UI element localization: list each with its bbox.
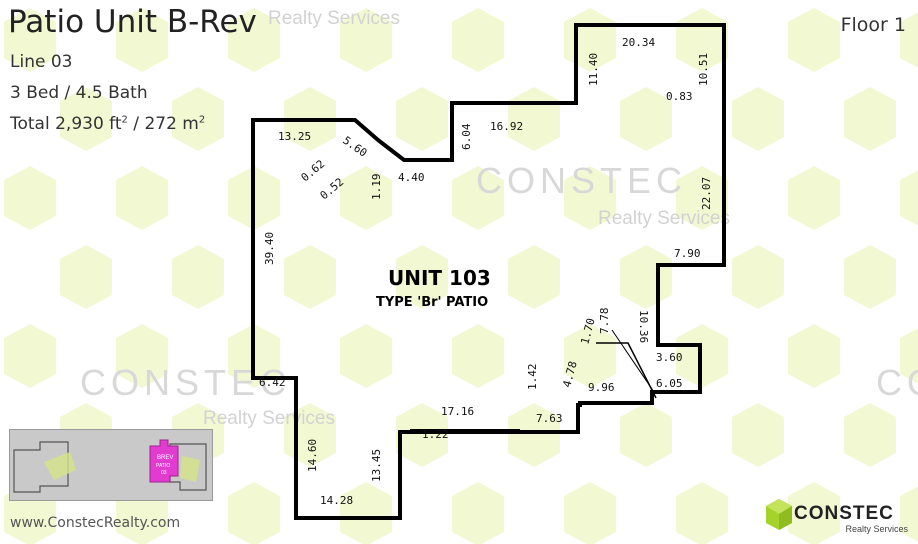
area-superscript: 2 xyxy=(121,114,128,126)
dim-label: 1.19 xyxy=(370,174,383,201)
logo-name: CONSTEC xyxy=(794,503,894,524)
dim-label: 14.28 xyxy=(320,494,353,507)
website-link[interactable]: www.ConstecRealty.com xyxy=(10,515,181,531)
unit-title: UNIT 103 xyxy=(388,266,491,290)
key-plan-label-1: BREV xyxy=(157,455,173,461)
watermark-sub: Realty Services xyxy=(203,408,335,429)
dim-label: 7.90 xyxy=(674,247,701,260)
dim-label: 5.60 xyxy=(340,134,369,160)
dim-label: 0.62 xyxy=(299,157,328,184)
area-superscript: 2 xyxy=(198,114,206,126)
key-plan: BREV PATIO 03 xyxy=(9,429,213,501)
dim-label: 6.05 xyxy=(656,377,683,390)
dim-label: 14.60 xyxy=(306,439,319,472)
total-area-prefix: Total 2,930 ft xyxy=(10,114,122,134)
total-area-mid: / 272 m xyxy=(127,114,199,134)
dim-label: 39.40 xyxy=(263,232,276,265)
dim-label: 0.52 xyxy=(318,175,347,202)
dim-label: 1.70 xyxy=(578,317,597,346)
unit-line: Line 03 xyxy=(10,52,73,72)
page-title: Patio Unit B-Rev xyxy=(8,4,257,40)
dim-label: 6.42 xyxy=(259,376,286,389)
dim-label: 10.51 xyxy=(697,53,710,86)
dim-label: 16.92 xyxy=(490,120,523,133)
dim-label: 13.45 xyxy=(370,449,383,482)
constec-logo: CONSTEC Realty Services xyxy=(764,496,910,536)
unit-type: TYPE 'Br' PATIO xyxy=(376,295,488,310)
dim-label: 10.36 xyxy=(637,310,650,343)
logo-sub: Realty Services xyxy=(845,524,908,534)
watermark-sub: Realty Services xyxy=(268,8,400,29)
watermark-sub: Realty Services xyxy=(598,208,730,229)
dim-label: 7.63 xyxy=(536,412,563,425)
key-plan-label-3: 03 xyxy=(161,470,167,476)
dim-label: 1.42 xyxy=(526,364,539,391)
watermark-brand: CONSTEC xyxy=(476,160,688,201)
dim-label: 4.40 xyxy=(398,171,425,184)
dim-label: 17.16 xyxy=(441,405,474,418)
dim-label: 11.40 xyxy=(587,53,600,86)
unit-outline xyxy=(251,23,726,520)
dim-label: 9.96 xyxy=(588,381,615,394)
key-plan-label-2: PATIO xyxy=(156,463,170,469)
logo-hex-icon xyxy=(766,499,792,530)
dim-label: 3.60 xyxy=(656,351,683,364)
dim-label: 1.22 xyxy=(422,428,449,441)
dim-label: 4.78 xyxy=(560,360,579,389)
dim-label: 13.25 xyxy=(278,130,311,143)
beds-baths: 3 Bed / 4.5 Bath xyxy=(10,83,148,103)
dim-label: 22.07 xyxy=(700,177,713,210)
total-area: Total 2,930 ft2 / 272 m2 xyxy=(10,114,205,134)
key-plan-drawing: BREV PATIO 03 xyxy=(13,439,207,493)
dim-label: 20.34 xyxy=(622,36,655,49)
watermark-brand: CONSTEC xyxy=(876,362,918,403)
dim-label: 7.78 xyxy=(598,308,611,335)
dim-label: 0.83 xyxy=(666,90,693,103)
dim-label: 6.04 xyxy=(460,123,473,150)
floor-label: Floor 1 xyxy=(840,14,906,36)
